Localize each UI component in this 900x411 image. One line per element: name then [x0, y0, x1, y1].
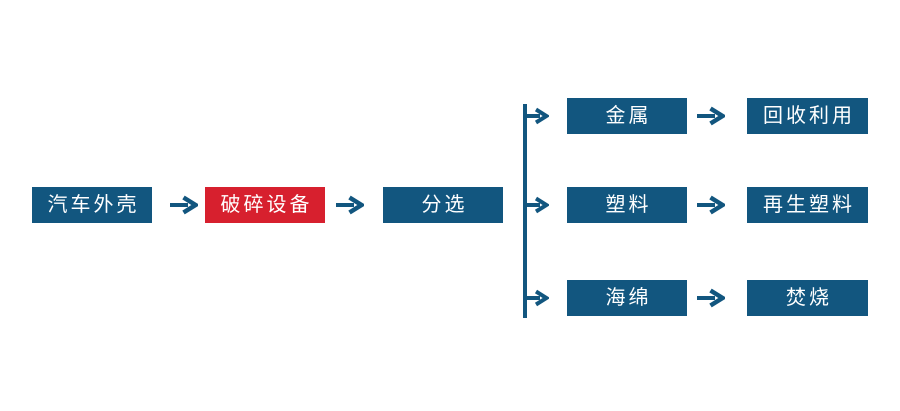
node-metal: 金属: [567, 98, 687, 134]
arrow-right-icon: [697, 195, 725, 215]
node-recycling: 回收利用: [747, 98, 868, 134]
arrow-right-icon: [336, 195, 364, 215]
arrow-right-icon: [525, 289, 549, 307]
node-car-shell: 汽车外壳: [32, 187, 152, 223]
arrow-right-icon: [697, 288, 725, 308]
node-incineration: 焚烧: [747, 280, 868, 316]
arrow-right-icon: [525, 196, 549, 214]
node-sorting: 分选: [383, 187, 503, 223]
arrow-right-icon: [525, 107, 549, 125]
branch-connector-line: [523, 104, 527, 318]
node-plastic: 塑料: [567, 187, 687, 223]
node-crusher: 破碎设备: [205, 187, 325, 223]
arrow-right-icon: [697, 106, 725, 126]
node-sponge: 海绵: [567, 280, 687, 316]
arrow-right-icon: [170, 195, 198, 215]
node-recycled-plastic: 再生塑料: [747, 187, 868, 223]
